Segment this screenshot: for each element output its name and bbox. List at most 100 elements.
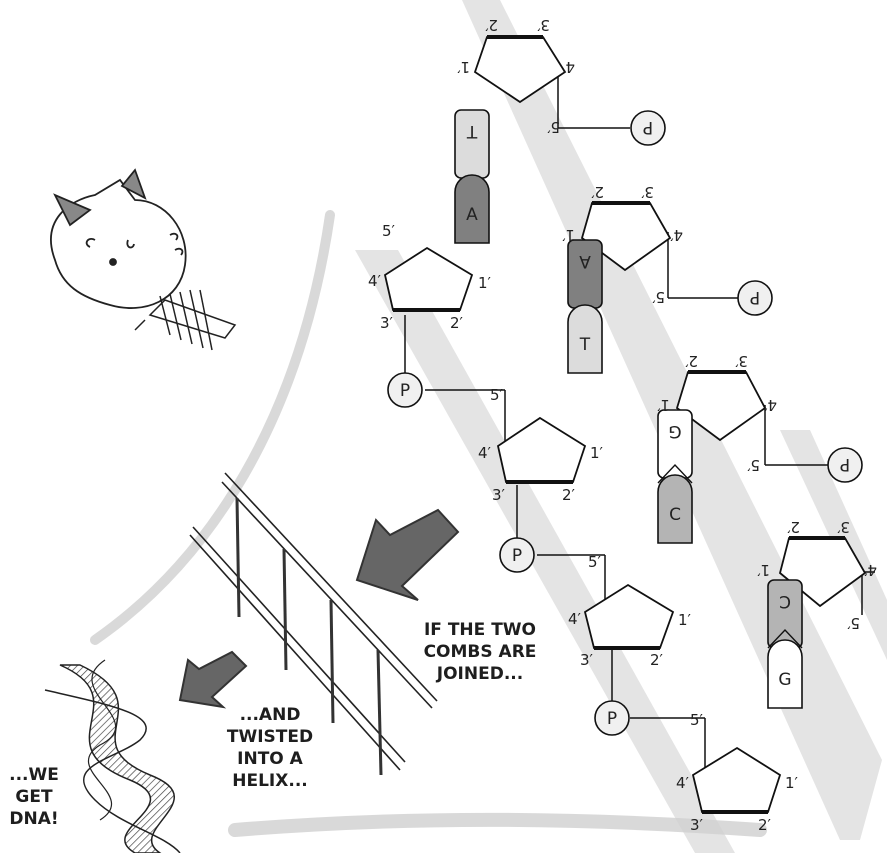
carbon-label: 3′ (580, 651, 594, 669)
phosphate-label: P (840, 454, 850, 474)
carbon-label: 5′ (490, 386, 504, 404)
phosphate-group: P (630, 110, 666, 146)
carbon-label: 4′ (669, 226, 683, 244)
base-label: A (466, 205, 478, 225)
phosphate-label: P (607, 709, 617, 729)
base-label: T (579, 335, 591, 355)
base-g-right: G (657, 409, 693, 479)
carbon-label: 4′ (763, 396, 777, 414)
phosphate-group: P (737, 280, 773, 316)
carbon-label: 4′ (478, 444, 492, 462)
caption-line: TWISTED (227, 727, 313, 747)
base-a-right: A (567, 239, 603, 309)
carbon-label: 1′ (678, 611, 692, 629)
right-strand (473, 35, 867, 608)
base-label: G (668, 421, 681, 441)
carbon-label: 4′ (561, 58, 575, 76)
shade-swoosh-lower (228, 812, 767, 837)
base-a-left: A (454, 174, 490, 244)
base-c-right: C (767, 579, 803, 649)
carbon-label: 2′ (758, 816, 772, 834)
sugar-pentagon (473, 36, 567, 104)
carbon-label: 5′ (588, 553, 602, 571)
caption-line: INTO A (237, 749, 304, 769)
base-label: C (669, 505, 681, 525)
caption-combs-joined: IF THE TWO COMBS ARE JOINED... (424, 620, 537, 684)
carbon-label: 1′ (785, 774, 799, 792)
base-label: A (579, 251, 591, 271)
caption-line: DNA! (9, 809, 58, 829)
carbon-label: 5′ (651, 288, 665, 306)
base-c-left: C (657, 463, 693, 544)
carbon-label: 1′ (478, 274, 492, 292)
carbon-label: 1′ (756, 561, 770, 579)
carbon-label: 1′ (456, 58, 470, 76)
carbon-label: 4′ (863, 561, 877, 579)
carbon-label: 3′ (734, 352, 748, 370)
base-label: C (779, 591, 791, 611)
arrow-icon (178, 650, 248, 709)
caption-line: ...WE (9, 765, 59, 785)
carbon-label: 5′ (382, 222, 396, 240)
base-pairs: T A G C A T C G (454, 109, 803, 709)
carbon-label: 4′ (568, 610, 582, 628)
phosphate-label: P (400, 381, 410, 401)
carbon-label: 5′ (690, 711, 704, 729)
caption-twisted: ...AND TWISTED INTO A HELIX... (227, 705, 313, 791)
caption-line: IF THE TWO (424, 620, 536, 640)
carbon-label: 2′ (786, 518, 800, 536)
caption-line: COMBS ARE (424, 642, 537, 662)
right-strand-bonds (557, 72, 875, 615)
carbon-label: 1′ (590, 444, 604, 462)
left-strand (383, 246, 782, 814)
carbon-label: 2′ (684, 352, 698, 370)
carbon-label: 3′ (836, 518, 850, 536)
arrow-icon (355, 508, 460, 601)
carbon-label: 4′ (676, 774, 690, 792)
phosphate-label: P (750, 287, 760, 307)
sugar-pentagon (583, 583, 675, 649)
carbon-label: 2′ (450, 314, 464, 332)
carbon-label: 1′ (656, 396, 670, 414)
base-label: T (466, 121, 478, 141)
carbon-labels: 1′ 2′ 3′ 4′ 5′ 1′ 2′ 3′ 4′ 5′ 1′ 2′ 3′ 4′ 5′ 1′ 2′ 3′ 4′ 5′… (368, 16, 877, 834)
carbon-label: 2′ (650, 651, 664, 669)
phosphates: P P P P P P (387, 110, 863, 736)
carbon-label: 5′ (846, 614, 860, 632)
base-t-right: T (454, 109, 490, 179)
shade-swoosh-upper (90, 210, 335, 645)
carbon-label: 5′ (546, 118, 560, 136)
carbon-label: 3′ (380, 314, 394, 332)
carbon-label: 4′ (368, 272, 382, 290)
base-label: G (778, 670, 791, 690)
carbon-label: 3′ (690, 816, 704, 834)
phosphate-label: P (643, 117, 653, 137)
caption-line: JOINED... (436, 664, 523, 684)
phosphate-group: P (499, 537, 535, 573)
cat-icon (50, 168, 187, 309)
carbon-label: 3′ (640, 183, 654, 201)
caption-line: ...AND (240, 705, 301, 725)
sugar-pentagon (496, 416, 587, 483)
carbon-label: 2′ (590, 183, 604, 201)
comb-icon (134, 289, 237, 351)
carbon-label: 2′ (484, 16, 498, 34)
caption-line: HELIX... (232, 771, 307, 791)
phosphate-group: P (387, 372, 423, 408)
base-t-left: T (567, 304, 603, 374)
carbon-label: 3′ (536, 16, 550, 34)
phosphate-label: P (512, 546, 522, 566)
caption-line: GET (15, 787, 53, 807)
carbon-label: 2′ (562, 486, 576, 504)
phosphate-group: P (827, 447, 863, 483)
carbon-label: 5′ (746, 456, 760, 474)
carbon-label: 1′ (561, 226, 575, 244)
caption-result: ...WE GET DNA! (9, 765, 59, 829)
ladder-icon (189, 472, 438, 776)
carbon-label: 3′ (492, 486, 506, 504)
double-helix-icon (44, 659, 181, 853)
sugar-pentagon (691, 746, 782, 813)
phosphate-group: P (594, 700, 630, 736)
base-g-left: G (767, 628, 803, 709)
